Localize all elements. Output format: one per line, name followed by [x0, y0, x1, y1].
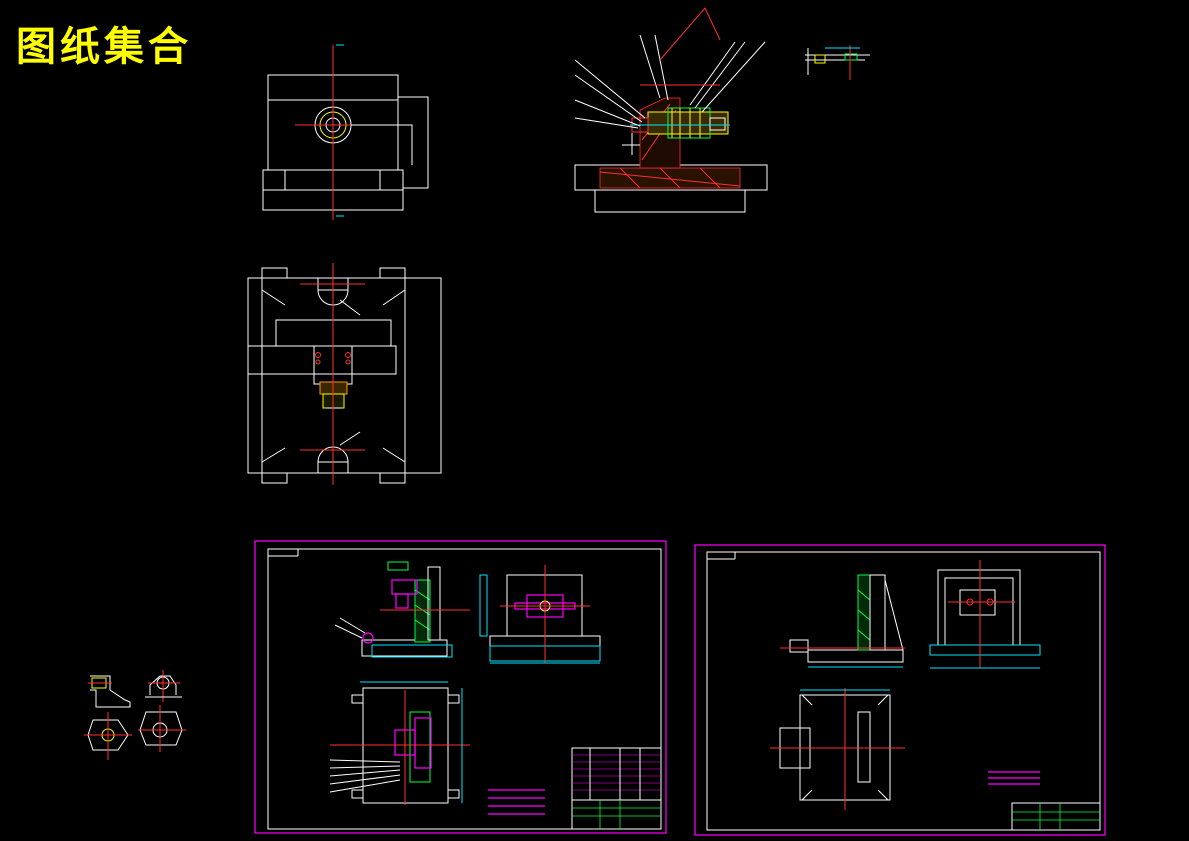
- fixture-section-view: [574, 7, 768, 213]
- page-title: 图纸集合: [16, 24, 192, 70]
- part-views: [84, 670, 186, 760]
- assembly-drawing-sheet: [254, 540, 667, 834]
- small-detail-view: [805, 45, 870, 80]
- fixture-top-view: [262, 44, 429, 220]
- part-drawing-sheet: [694, 544, 1106, 836]
- fixture-plan-view: [247, 263, 442, 485]
